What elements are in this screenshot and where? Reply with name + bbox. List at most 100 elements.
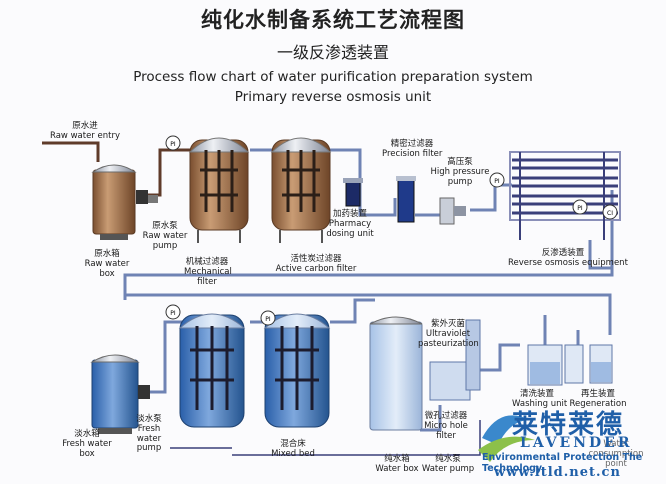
mixed-bed-2 bbox=[263, 313, 331, 428]
micro-filter-label: 微孔过滤器 Micro hole filter bbox=[418, 411, 474, 441]
pressure-gauge-bed-2: PI bbox=[260, 310, 276, 326]
water-pump-cn: 纯水泵 bbox=[435, 454, 461, 464]
raw-entry-pipe bbox=[42, 141, 100, 162]
consumption-point-label: Water consumption point bbox=[584, 439, 648, 469]
active-carbon-filter bbox=[270, 137, 332, 243]
washing-unit bbox=[527, 344, 563, 386]
dosing-en1: Pharmacy bbox=[328, 218, 372, 229]
mechanical-filter-label: 机械过滤器 Mechanical filter bbox=[184, 257, 232, 287]
fresh-pump-en3: pump bbox=[136, 443, 162, 454]
brand-tagline: Environmental Protection The Technology bbox=[482, 452, 643, 474]
consumption-en1: Water bbox=[603, 439, 629, 449]
regeneration-unit bbox=[564, 344, 613, 384]
mixed-cn: 混合床 bbox=[280, 439, 306, 449]
gauge-label: PI bbox=[577, 205, 583, 212]
precision-en: Precision filter bbox=[382, 148, 443, 159]
pump-to-ro-pipe bbox=[470, 183, 512, 212]
ro-equipment-label: 反渗透装置 Reverse osmosis equipment bbox=[508, 248, 628, 269]
high-pressure-pump bbox=[439, 197, 466, 225]
dosing-unit-label: 加药装置 Pharmacy dosing unit bbox=[320, 209, 380, 239]
drain-line bbox=[232, 420, 481, 456]
fresh-water-box bbox=[90, 354, 140, 434]
dosing-en2: dosing unit bbox=[326, 228, 374, 239]
regeneration-label: 再生装置 Regeneration bbox=[568, 389, 628, 410]
page-title-en: Process flow chart of water purification… bbox=[133, 69, 533, 85]
ro-drain-pipe bbox=[588, 240, 612, 270]
carbon-en: Active carbon filter bbox=[275, 263, 357, 274]
raw-water-pump bbox=[136, 190, 158, 204]
washing-unit-label: 清洗装置 Washing unit bbox=[512, 389, 567, 410]
raw-entry-cn: 原水进 bbox=[72, 121, 98, 131]
precision-cn: 精密过滤器 bbox=[390, 139, 434, 149]
water-box-en: Water box bbox=[375, 463, 419, 474]
uv-pasteurization-unit bbox=[429, 319, 481, 401]
high-pressure-pump-label: 高压泵 High pressure pump bbox=[430, 157, 490, 187]
uv-en2: pasteurization bbox=[418, 338, 479, 349]
carbon-filter-label: 活性炭过滤器 Active carbon filter bbox=[266, 254, 366, 275]
mixed-en: Mixed bed bbox=[271, 448, 315, 459]
carbon-to-dosing-pipe bbox=[330, 148, 397, 217]
pressure-gauge-ro-2: PI bbox=[572, 199, 588, 215]
precision-filter-label: 精密过滤器 Precision filter bbox=[382, 139, 443, 160]
water-box-label: 纯水箱 Water box bbox=[372, 454, 422, 475]
hp-cn: 高压泵 bbox=[447, 157, 473, 167]
brand-en: LAVENDER bbox=[520, 435, 633, 451]
dosing-cn: 加药装置 bbox=[332, 209, 367, 219]
gauge-label: CI bbox=[607, 210, 613, 217]
raw-pump-label: 原水泵 Raw water pump bbox=[142, 221, 188, 251]
pressure-gauge-bed-1: PI bbox=[165, 304, 181, 320]
fresh-box-en2: box bbox=[79, 448, 95, 459]
fresh-pump-to-bed-pipe bbox=[150, 320, 190, 394]
regen-cn: 再生装置 bbox=[580, 389, 615, 399]
carbon-cn: 活性炭过滤器 bbox=[290, 254, 342, 264]
raw-water-box bbox=[91, 164, 137, 240]
reverse-osmosis-equipment bbox=[509, 151, 621, 240]
raw-box-label: 原水箱 Raw water box bbox=[82, 249, 132, 279]
page-subtitle-en: Primary reverse osmosis unit bbox=[234, 89, 432, 105]
mixed-bed-1 bbox=[178, 313, 246, 428]
fresh-box-label: 淡水箱 Fresh water box bbox=[62, 429, 112, 459]
consumption-en2: consumption bbox=[588, 448, 644, 459]
brand-url: www.ltld.net.cn bbox=[494, 465, 621, 480]
gauge-label: PI bbox=[494, 178, 500, 185]
uv-cn: 紫外灭菌 bbox=[430, 319, 465, 329]
water-pump-en: Water pump bbox=[421, 463, 475, 474]
water-box bbox=[369, 316, 423, 431]
brand-logo-graphic bbox=[478, 415, 535, 462]
bed-to-waterbox-pipe bbox=[330, 298, 375, 324]
hp-en2: pump bbox=[447, 176, 473, 187]
mech-en2: filter bbox=[197, 276, 217, 287]
fresh-pump-en2: water bbox=[136, 433, 162, 444]
raw-box-en1: Raw water bbox=[84, 258, 130, 269]
mechanical-filter bbox=[188, 137, 250, 243]
consumption-en3: point bbox=[605, 458, 627, 469]
uv-to-micro-pipe bbox=[470, 343, 520, 372]
raw-pump-en2: pump bbox=[152, 240, 178, 251]
page-title-cn: 纯化水制备系统工艺流程图 bbox=[201, 8, 465, 32]
raw-box-en2: box bbox=[99, 268, 115, 279]
fresh-box-cn: 淡水箱 bbox=[74, 429, 100, 439]
fresh-pump-en1: Fresh bbox=[137, 423, 161, 434]
micro-cn: 微孔过滤器 bbox=[424, 411, 468, 421]
fresh-box-en1: Fresh water bbox=[62, 438, 112, 449]
mech-en1: Mechanical bbox=[184, 266, 232, 277]
pressure-gauge-ro: PI bbox=[489, 172, 505, 188]
ro-return-pipe bbox=[123, 190, 614, 300]
raw-pump-cn: 原水泵 bbox=[152, 221, 178, 231]
conductivity-gauge: CI bbox=[602, 204, 618, 220]
dosing-unit bbox=[343, 178, 363, 207]
micro-en2: filter bbox=[436, 430, 456, 441]
fresh-pump-label: 淡水泵 Fresh water pump bbox=[132, 414, 166, 454]
uv-en1: Ultraviolet bbox=[425, 328, 471, 339]
page-subtitle-cn: 一级反渗透装置 bbox=[276, 43, 389, 62]
gauge-label: PI bbox=[265, 316, 271, 323]
fresh-water-pump bbox=[138, 385, 150, 399]
ro-cn: 反渗透装置 bbox=[541, 248, 585, 258]
mixed-bed-label: 混合床 Mixed bed bbox=[268, 439, 318, 460]
micro-en1: Micro hole bbox=[424, 420, 468, 431]
hp-en1: High pressure bbox=[430, 166, 490, 177]
water-box-cn: 纯水箱 bbox=[384, 454, 410, 464]
uv-label: 紫外灭菌 Ultraviolet pasteurization bbox=[418, 319, 479, 349]
fresh-pump-cn: 淡水泵 bbox=[136, 414, 162, 424]
precision-filter bbox=[396, 176, 416, 223]
